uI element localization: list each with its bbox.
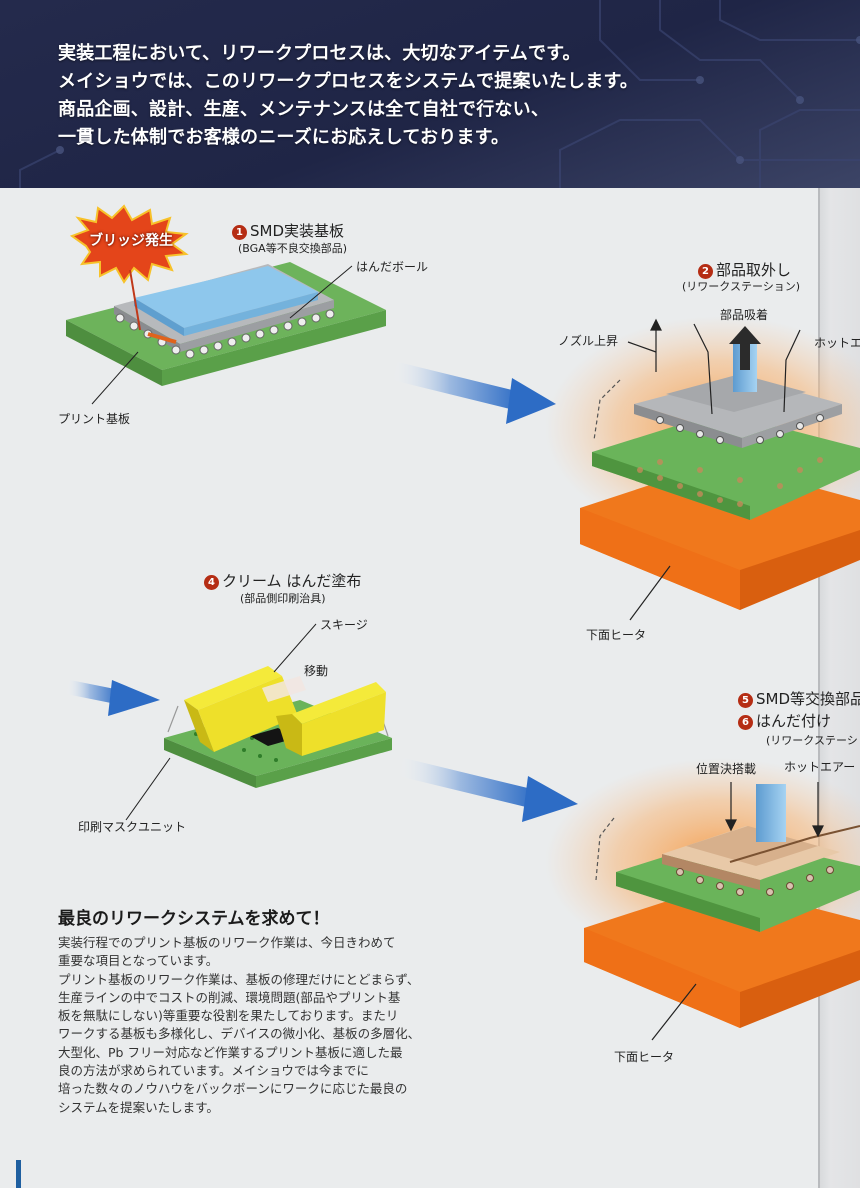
body-line: 重要な項目となっています。 [58,953,219,969]
print-mask-unit-label: 印刷マスクユニット [78,820,187,834]
move-label: 移動 [304,664,329,678]
smd-board-illustration [66,262,386,386]
print-mask-illustration [164,666,392,788]
body-line: 実装行程でのプリント基板のリワーク作業は、今日きわめて [58,935,396,950]
page-fold-line [818,188,820,1188]
page-marker [16,1160,21,1188]
step5-title-text: SMD等交換部品 [756,690,860,708]
body-line: 良の方法が求められています。メイショウでは今までに [58,1063,369,1079]
lower-heater-label-1: 下面ヒータ [586,628,647,642]
rework-station-2-illustration [545,758,860,1028]
body-line: システムを提案いたします。 [58,1099,219,1115]
step5-number: 5 [738,693,753,708]
intro-text: 実装工程において、リワークプロセスは、大切なアイテムです。 メイショウでは、この… [58,40,638,152]
best-system-body: 実装行程でのプリント基板のリワーク作業は、今日きわめて 重要な項目となっています… [58,934,420,1117]
body-line: 培った数々のノウハウをバックボーンにワークに応じた最良の [58,1081,408,1097]
best-system-heading: 最良のリワークシステムを求めて！ [58,909,330,929]
flow-arrow-3 [398,758,578,822]
step2-subtitle: (リワークステーション) [682,280,801,293]
step2-number: 2 [698,264,713,279]
circuit-trace-pattern [19,0,860,188]
body-line: 板を無駄にしない)等重要な役割を果たしております。またリ [58,1008,399,1024]
step6-subtitle: (リワークステーシ [766,734,858,747]
lower-heater-label-2: 下面ヒータ [614,1050,675,1064]
step6-title-text: はんだ付け [756,712,832,730]
step1-subtitle: (BGA等不良交換部品) [238,242,347,255]
flow-arrow-2 [66,680,160,716]
step2-leader-lines [627,318,801,621]
rework-station-1-illustration [545,316,860,610]
flow-arrow-1 [392,362,556,424]
step6-number: 6 [738,715,753,730]
step4-title-text: クリーム はんだ塗布 [222,572,362,590]
pcb-label: プリント基板 [58,412,131,426]
step1-number: 1 [232,225,247,240]
body-line: ワークする基板も多様化し、デバイスの微小化、基板の多層化、 [58,1026,421,1042]
hot-air-label-2: ホットエアー [784,760,856,774]
step4-number: 4 [204,575,219,590]
part-suction-label: 部品吸着 [720,308,769,322]
step4-leader-lines [125,623,317,821]
intro-line: 一貫した体制でお客様のニーズにお応えしております。 [58,127,510,148]
step4-subtitle: (部品側印刷治具) [240,592,326,605]
hot-air-label-1: ホットエ [814,336,860,350]
step2-title-text: 部品取外し [716,261,792,279]
bridge-burst-icon [69,204,189,331]
body-line: 生産ラインの中でコストの削減、環境問題(部品やプリント基 [58,989,401,1005]
body-line: プリント基板のリワーク作業は、基板の修理だけにとどまらず、 [58,971,420,987]
step1-leader-lines [91,265,353,405]
intro-line: メイショウでは、このリワークプロセスをシステムで提案いたします。 [58,71,639,92]
intro-line: 実装工程において、リワークプロセスは、大切なアイテムです。 [58,43,581,64]
solder-ball-label: はんだボール [356,260,429,274]
body-line: 大型化、Pb フリー対応など作業するプリント基板に適した最 [58,1044,403,1060]
squeegee-label: スキージ [320,618,368,632]
nozzle-rise-label: ノズル上昇 [558,334,619,348]
placement-label: 位置決搭載 [696,762,757,776]
intro-line: 商品企画、設計、生産、メンテナンスは全て自社で行ない、 [58,99,550,120]
step1-title-text: SMD実装基板 [250,222,345,240]
bridge-occurrence-label: ブリッジ発生 [89,233,173,249]
header-banner: 実装工程において、リワークプロセスは、大切なアイテムです。 メイショウでは、この… [0,0,860,188]
step6-leader-lines [651,782,824,1041]
